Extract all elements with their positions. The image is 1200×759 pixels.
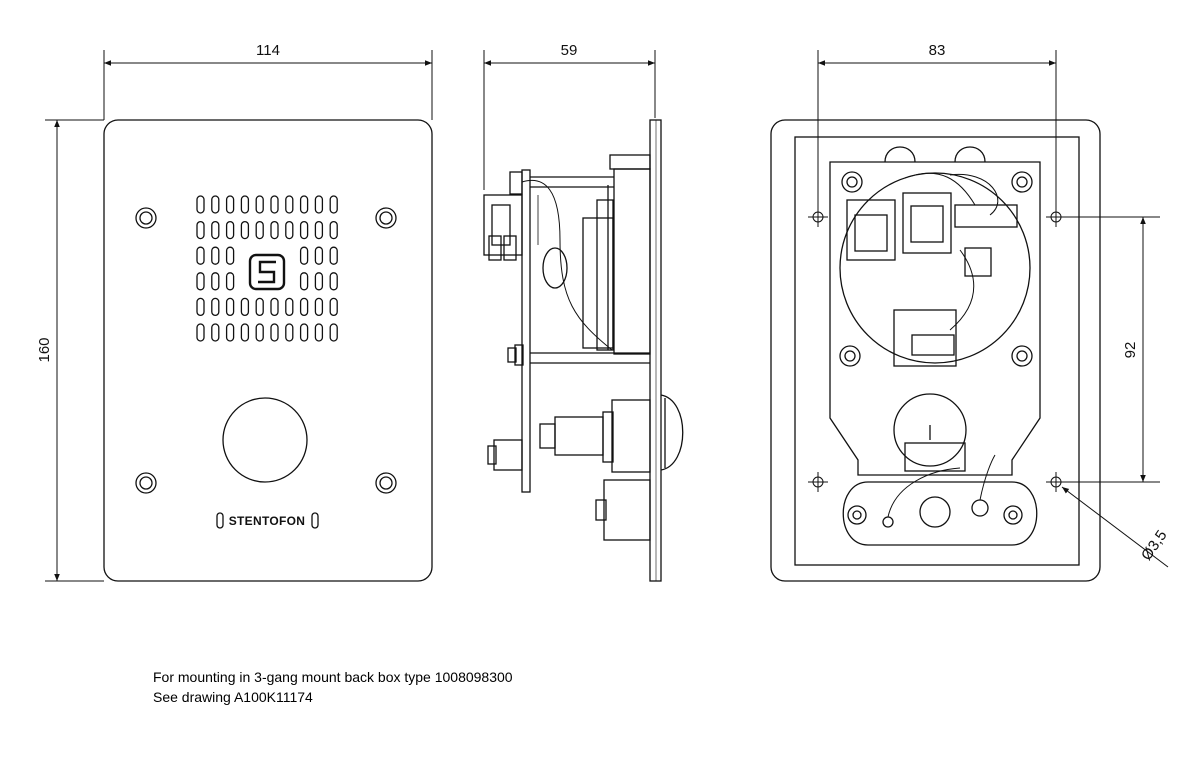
- side-view: [483, 119, 684, 582]
- grille-slot: [255, 297, 264, 317]
- grille-slot: [211, 323, 220, 342]
- grille-slot: [225, 323, 235, 342]
- front-width-dimension: [103, 50, 433, 120]
- back-screw-4: [1011, 345, 1033, 367]
- back-main-plate: [829, 161, 1041, 476]
- grille-slot: [314, 272, 324, 291]
- grille-slot: [211, 297, 220, 317]
- side-pcb: [521, 169, 531, 493]
- grille-slot: [240, 297, 250, 317]
- grille-slot: [299, 323, 309, 342]
- front-screw-top-right: [375, 207, 397, 229]
- grille-slot: [211, 195, 220, 214]
- grille-slot: [285, 297, 294, 317]
- grille-slot: [299, 272, 309, 291]
- grille-slot: [299, 195, 309, 214]
- speaker-grille: [196, 195, 338, 342]
- grille-slot: [225, 272, 235, 291]
- grille-slot: [329, 195, 338, 214]
- front-screw-bottom-left: [135, 472, 157, 494]
- grille-slot: [314, 220, 324, 240]
- stentofon-logo-icon: [248, 253, 286, 291]
- front-screw-top-left: [135, 207, 157, 229]
- grille-slot: [270, 195, 279, 214]
- grille-slot: [299, 220, 309, 240]
- grille-slot: [225, 297, 235, 317]
- front-height-label: 160: [36, 337, 53, 362]
- note-line-2: See drawing A100K11174: [153, 689, 313, 705]
- grille-slot: [196, 297, 205, 317]
- grille-slot: [329, 220, 338, 240]
- front-view: [103, 119, 433, 582]
- grille-slot: [314, 195, 324, 214]
- front-screw-bottom-right: [375, 472, 397, 494]
- grille-slot: [240, 323, 250, 342]
- grille-slot: [211, 272, 220, 291]
- back-vertical-label: 92: [1122, 342, 1139, 359]
- grille-slot: [211, 220, 220, 240]
- grille-slot: [240, 195, 250, 214]
- back-vertical-dimension: [1062, 216, 1160, 483]
- back-speaker-outline: [839, 172, 1031, 364]
- grille-slot: [329, 297, 338, 317]
- brand-label: STENTOFON: [229, 514, 305, 528]
- grille-slot: [329, 323, 338, 342]
- grille-slot: [285, 323, 294, 342]
- grille-slot: [255, 323, 264, 342]
- grille-slot: [285, 220, 294, 240]
- grille-slot: [225, 220, 235, 240]
- back-terminal-block-lower: [904, 442, 966, 472]
- grille-slot: [196, 272, 205, 291]
- back-screw-3: [839, 345, 861, 367]
- hole-diameter-leader: [1061, 486, 1169, 568]
- side-depth-label: 59: [561, 42, 578, 59]
- note-line-1: For mounting in 3-gang mount back box ty…: [153, 669, 513, 685]
- front-panel-outline: [103, 119, 433, 582]
- side-depth-dimension: [483, 50, 656, 190]
- back-view: [770, 119, 1101, 582]
- grille-slot: [270, 323, 279, 342]
- grille-slot: [299, 246, 309, 265]
- grille-slot: [196, 246, 205, 265]
- grille-slot: [196, 323, 205, 342]
- led-right: [311, 512, 319, 529]
- grille-slot: [196, 220, 205, 240]
- grille-slot: [211, 246, 220, 265]
- grille-slot: [270, 297, 279, 317]
- back-bottom-oval: [842, 481, 1038, 546]
- back-screw-2: [1011, 171, 1033, 193]
- call-button-outline: [222, 397, 308, 483]
- front-width-label: 114: [256, 42, 280, 59]
- side-front-plate: [649, 119, 662, 582]
- grille-slot: [225, 195, 235, 214]
- grille-slot: [314, 323, 324, 342]
- back-mount-hole-bl: [808, 472, 828, 492]
- grille-slot: [329, 272, 338, 291]
- grille-slot: [255, 195, 264, 214]
- back-horizontal-label: 83: [929, 42, 946, 59]
- grille-slot: [314, 297, 324, 317]
- back-rj45-right: [902, 192, 952, 254]
- grille-slot: [240, 220, 250, 240]
- grille-slot: [225, 246, 235, 265]
- back-terminal-block: [954, 204, 1018, 228]
- grille-slot: [255, 220, 264, 240]
- grille-slot: [285, 195, 294, 214]
- back-panel-outline: [770, 119, 1101, 582]
- hole-diameter-label: Ø3,5: [1138, 527, 1171, 563]
- grille-slot: [196, 195, 205, 214]
- grille-slot: [270, 220, 279, 240]
- back-inner-frame: [794, 136, 1080, 566]
- back-horizontal-dimension: [817, 50, 1057, 212]
- mounting-notes: For mounting in 3-gang mount back box ty…: [153, 667, 513, 707]
- grille-slot: [299, 297, 309, 317]
- back-rj45-left: [846, 199, 896, 261]
- front-height-dimension: [45, 119, 104, 582]
- grille-slot: [329, 246, 338, 265]
- grille-slot: [314, 246, 324, 265]
- back-screw-1: [841, 171, 863, 193]
- led-left: [216, 512, 224, 529]
